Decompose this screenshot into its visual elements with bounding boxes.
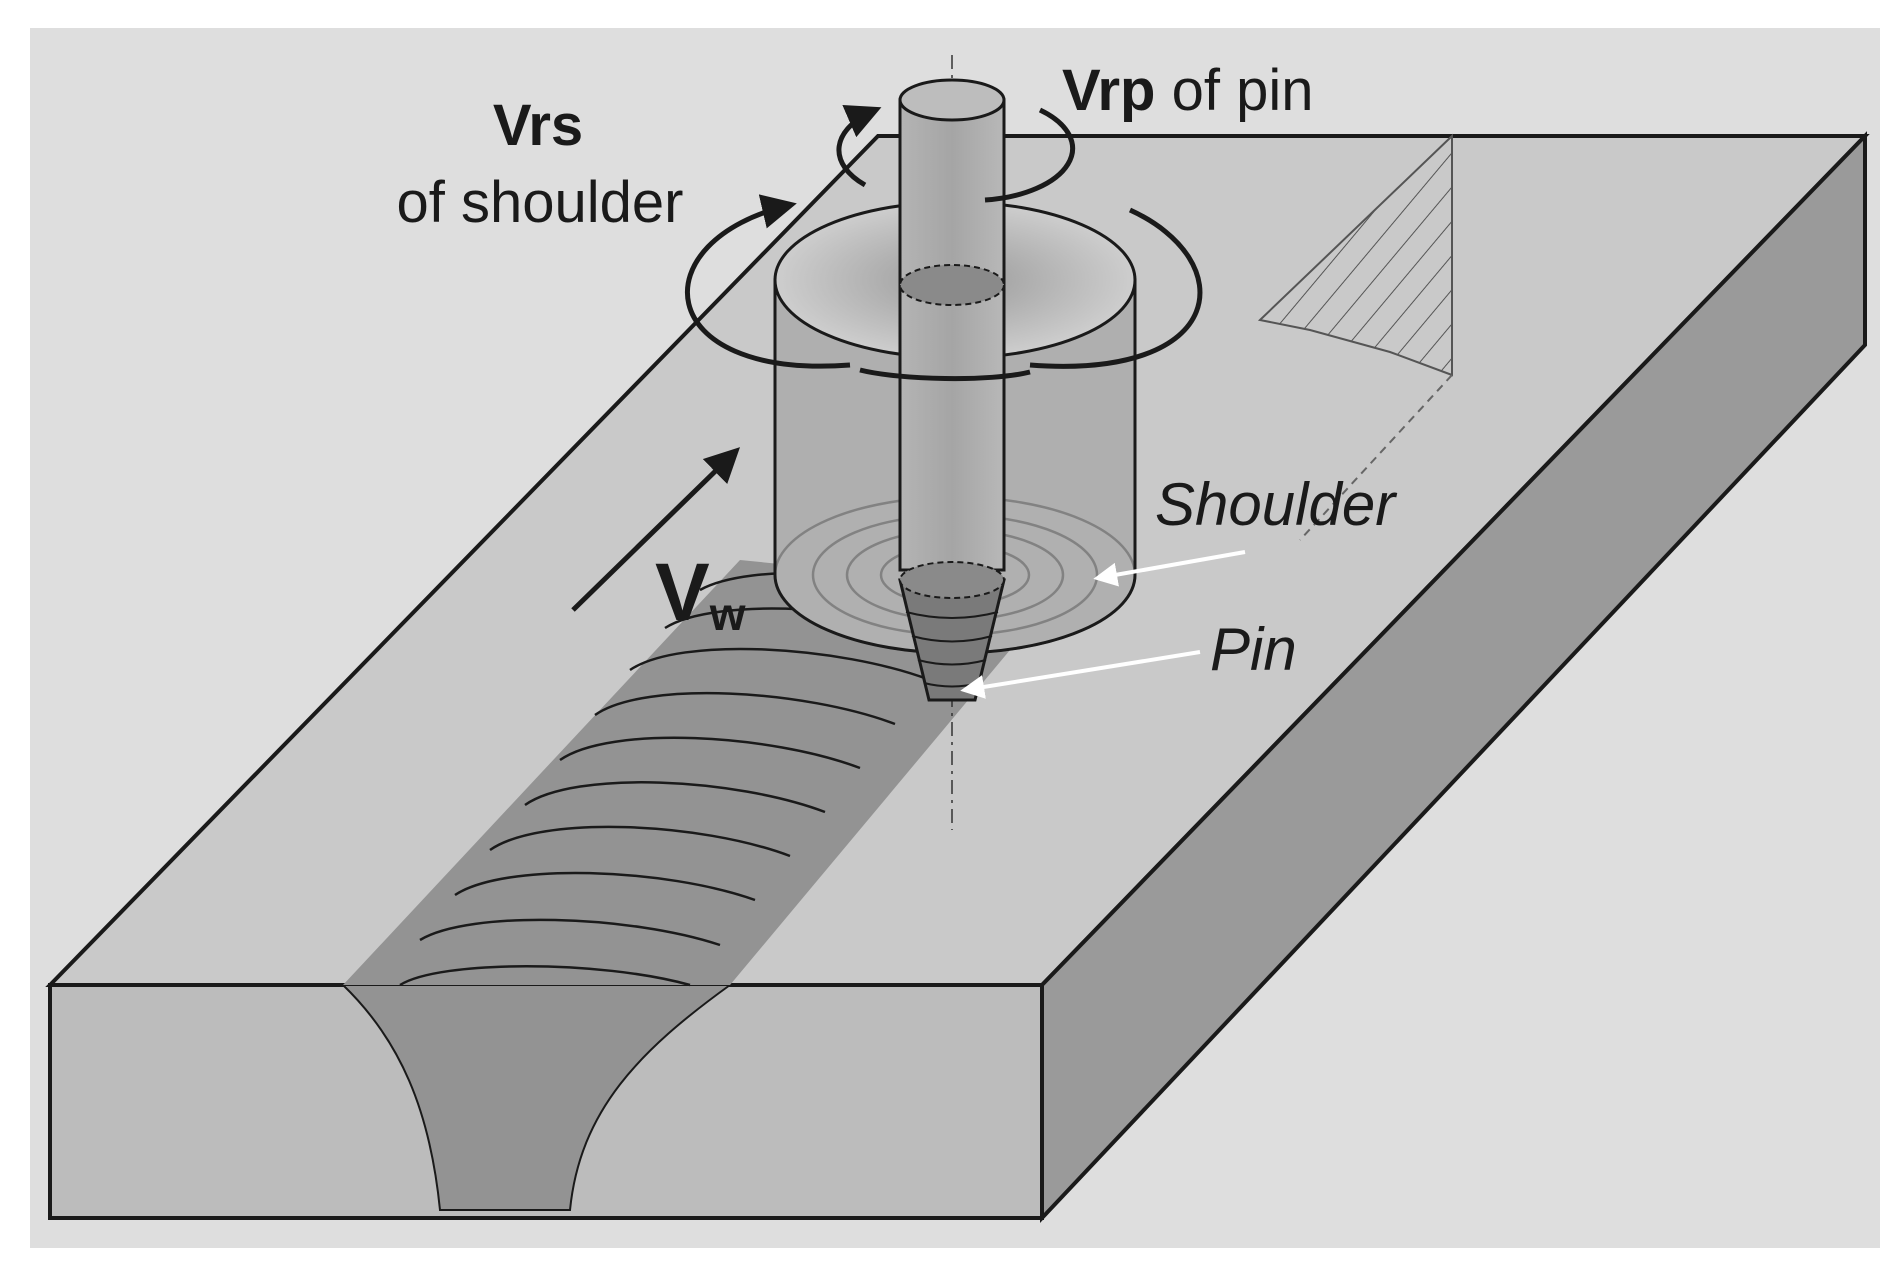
pin-top-face (898, 78, 1006, 122)
pin-tip-top (899, 561, 1005, 599)
label-vw-sub: w (709, 588, 746, 640)
label-pin: Pin (1210, 616, 1297, 683)
pin-threads (905, 611, 999, 688)
label-shoulder: Shoulder (1155, 471, 1397, 538)
pin-pointer-arrow (960, 650, 1201, 699)
cutaway-section (1257, 133, 1453, 377)
label-vrp-symbol: Vrp (1062, 58, 1156, 123)
shoulder-pointer-arrow (1093, 550, 1246, 587)
weld-ripple (524, 781, 826, 814)
label-vrs-text: of shoulder (397, 170, 684, 235)
shoulder-rotation-arc-front (859, 367, 1031, 382)
pin-section-ellipse (899, 264, 1005, 306)
weld-ripple (454, 871, 756, 902)
weld-ripple (399, 965, 691, 987)
weld-nugget-cross-section (340, 984, 734, 1211)
label-vw-main: V (655, 547, 710, 638)
shoulder-rotation-arc-right (1029, 207, 1203, 369)
label-vrp: Vrp of pin (1062, 58, 1314, 123)
weld-ripple (629, 647, 931, 682)
pin-rotation-arc-back (984, 107, 1076, 203)
cutaway-hidden-edge (1299, 374, 1453, 541)
label-vw: Vw (655, 547, 746, 640)
weld-ripple (594, 691, 896, 726)
pin-shaft (898, 98, 1006, 572)
label-vrs-symbol: Vrs (493, 93, 583, 158)
weld-ripple (419, 918, 721, 947)
label-vrp-text: of pin (1156, 58, 1314, 123)
pin-rotation-arc (836, 105, 882, 188)
welding-direction-arrow (571, 447, 741, 612)
weld-ripple (559, 736, 861, 770)
shoulder-rotation-arc (685, 194, 851, 369)
weld-ripple (489, 825, 791, 858)
weld-ripples (399, 571, 1001, 987)
